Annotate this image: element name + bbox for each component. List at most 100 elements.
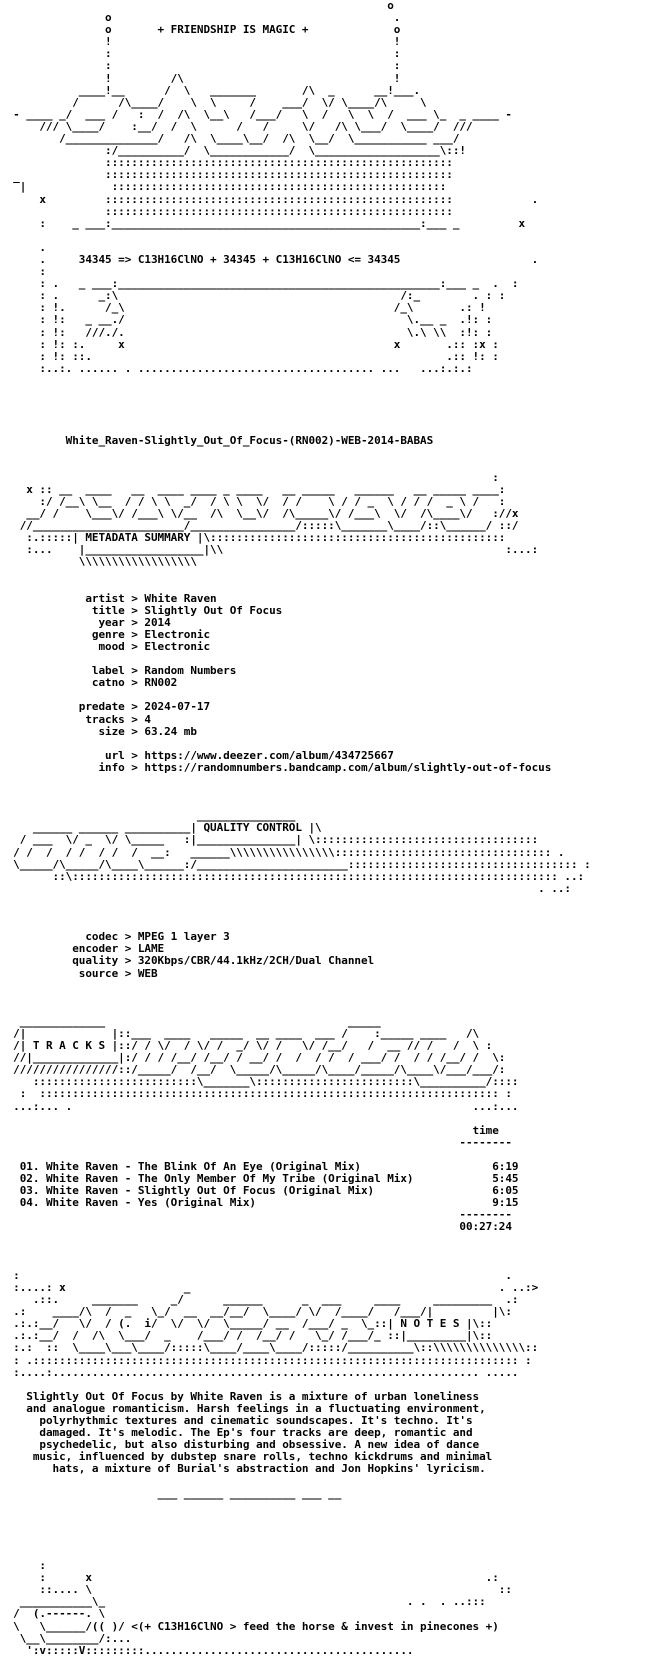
nfo-line: : . _ ___:______________________________… (0, 277, 519, 291)
nfo-line (0, 1548, 656, 1560)
nfo-line (0, 1524, 656, 1536)
nfo-line: mood > Electronic (0, 639, 211, 653)
nfo-line: /| T R A C K S |::/ / \/ / \/ / _/ \/ / … (0, 1039, 493, 1053)
nfo-line: ___________\_ . . . ..::: (0, 1595, 486, 1609)
nfo-line: :/ /__\ \__ / / \ \ _/ / \ \ \/ / / \ / … (0, 494, 506, 508)
nfo-line: : x .: (0, 1571, 499, 1585)
nfo-line (0, 895, 656, 907)
nfo-line: ! /\ ! (0, 71, 401, 85)
nfo-line: source > WEB (0, 966, 158, 980)
nfo-line: ______ ______ __________| QUALITY CONTRO… (0, 821, 322, 835)
nfo-line: : . (0, 1268, 512, 1282)
nfo-line: ! ! (0, 35, 401, 49)
nfo-line: encoder > LAME (0, 942, 165, 956)
nfo-line: :....:..................................… (0, 1365, 519, 1379)
nfo-line: polyrhythmic textures and cinematic soun… (0, 1413, 473, 1427)
nfo-line: ::::::::::::::::::::::::::::::::::::::::… (0, 156, 453, 170)
nfo-line: x :: __ ____ __ ____ ____ _ ____ __ ____… (0, 482, 506, 496)
nfo-line: damaged. It's melodic. The Ep's four tra… (0, 1426, 473, 1440)
nfo-line: o (0, 0, 394, 12)
nfo-line: 02. White Raven - The Only Member Of My … (0, 1172, 519, 1186)
nfo-line (0, 387, 656, 399)
nfo-line: ____!__ / \ _______ /\ _ __!___. (0, 83, 421, 97)
nfo-line: :.: :: \____\___\____/:::::\____/____\__… (0, 1341, 539, 1355)
nfo-line: 03. White Raven - Slightly Out Of Focus … (0, 1184, 519, 1198)
nfo-line: : : (0, 59, 401, 73)
nfo-line: : !: _ __./ \.__ _ .!: : (0, 313, 493, 327)
nfo-line: \ \______/(( )/ <(+ C13H16ClNO > feed th… (0, 1619, 499, 1633)
nfo-line: : ::::::::::::::::::::::::::::::::::::::… (0, 1087, 512, 1101)
nfo-line (0, 1475, 656, 1487)
nfo-line: / /\____/ \ \ / ___/ \/ \____/\ \ (0, 95, 427, 109)
nfo-line: predate > 2024-07-17 (0, 700, 211, 714)
nfo-line: _____________ _____ (0, 1014, 381, 1028)
nfo-line: :.:::::| METADATA SUMMARY |\::::::::::::… (0, 531, 512, 545)
nfo-line: / (.------. \ (0, 1607, 466, 1621)
nfo-line: . ..: (0, 881, 571, 895)
nfo-line (0, 907, 656, 919)
nfo-line: url > https://www.deezer.com/album/43472… (0, 748, 394, 762)
nfo-line (0, 447, 656, 459)
nfo-line (0, 460, 656, 472)
nfo-line: o . (0, 11, 401, 25)
nfo-line (0, 375, 656, 387)
nfo-line: : .:::::::::::::::::::::::::::::::::::::… (0, 1353, 532, 1367)
nfo-line (0, 581, 656, 593)
nfo-line (0, 774, 656, 786)
nfo-line: \\\\\\\\\\\\\\\\\\ (0, 555, 197, 569)
nfo-line: tracks > 4 (0, 712, 151, 726)
nfo-line: : !: :. x x .:: :x : (0, 337, 499, 351)
nfo-line: : !: ///./. \.\ \\ :!: : (0, 325, 493, 339)
nfo-line: year > 2014 (0, 615, 171, 629)
nfo-line: . 34345 => C13H16ClNO + 34345 + C13H16Cl… (0, 252, 539, 266)
nfo-line: /// \____/ :__/ / \ / / \/ /\ \___/ \___… (0, 119, 473, 133)
nfo-line: and analogue romanticism. Harsh feelings… (0, 1401, 486, 1415)
nfo-line: size > 63.24 mb (0, 724, 197, 738)
nfo-line: -------- (0, 1208, 512, 1222)
nfo-line: / / / / / / / / __: ______\\\\\\\\\\\\\\… (0, 845, 565, 859)
nfo-line: ...:... . ...:... (0, 1099, 519, 1113)
nfo-line: : (0, 1559, 46, 1573)
nfo-line: 00:27:24 (0, 1220, 512, 1234)
nfo-line: :/__________/ \____________/ \__________… (0, 144, 466, 158)
nfo-line: o + FRIENDSHIP IS MAGIC + o (0, 23, 401, 37)
nfo-line: .: ____/\ / _ \_/ __ __/__/ \____/ \/ /_… (0, 1305, 512, 1319)
nfo-line: \_____/\_____/\____\______:/____________… (0, 857, 591, 871)
nfo-line (0, 1536, 656, 1548)
nfo-line: //_______________________/______________… (0, 519, 519, 533)
nfo-line: ‾| :::::::::::::::::::::::::::::::::::::… (0, 180, 447, 194)
nfo-line (0, 738, 656, 750)
nfo-line: artist > White Raven (0, 591, 217, 605)
nfo-line (0, 1379, 656, 1391)
nfo-line: ////////////////::/_____/ /__/ \_____/\_… (0, 1063, 506, 1077)
nfo-line: :....: x _ . ..:> (0, 1280, 539, 1294)
nfo-line: ::::::::::::::::::::::::::::::::::::::::… (0, 204, 453, 218)
nfo-line (0, 980, 656, 992)
nfo-line: ___ ______ __________ ___ __ (0, 1486, 342, 1500)
nfo-line: catno > RN002 (0, 676, 178, 690)
nfo-line: __/ / \___\/ /___\ \/__ /\ \__\/ /\_____… (0, 506, 519, 520)
nfo-line: /______________/ /\ \____\__/ /\ \__/ \_… (0, 132, 460, 146)
nfo-line: : _ ___:________________________________… (0, 216, 526, 230)
nfo-line: codec > MPEG 1 layer 3 (0, 930, 230, 944)
nfo-line (0, 1512, 656, 1524)
nfo-line (0, 411, 656, 423)
nfo-line (0, 230, 656, 242)
nfo-line: : !. /_\ /_\ .: ! (0, 301, 486, 315)
nfo-line (0, 992, 656, 1004)
nfo-line (0, 568, 656, 580)
nfo-line: 01. White Raven - The Blink Of An Eye (O… (0, 1160, 519, 1173)
nfo-line: .:.:__/ / /\ \___/ _ /___/ / /__/ / \_/ … (0, 1329, 493, 1343)
nfo-line: \__\________/:... (0, 1631, 138, 1645)
nfo-line: x ::::::::::::::::::::::::::::::::::::::… (0, 192, 539, 206)
nfo-line: /| |::___ ____ _____ __ ____ ___ / :____… (0, 1026, 480, 1040)
nfo-line: //|_____________|:/ / / /__/ /__/ / __/ … (0, 1051, 506, 1065)
nfo-line: . (0, 240, 46, 254)
nfo-line: .:.:__/ \/ / (. i/ \/ \/ \_____/ __ /___… (0, 1317, 493, 1331)
nfo-line: -------- (0, 1135, 512, 1149)
nfo-line: ::.... \ :: (0, 1583, 512, 1597)
nfo-line: / ___ \/ _ \/ \_____ :|_______________| … (0, 833, 539, 847)
nfo-line: .::. _______ _/ ______ _ ___ ____ ______… (0, 1293, 519, 1307)
nfo-line (0, 1113, 656, 1125)
